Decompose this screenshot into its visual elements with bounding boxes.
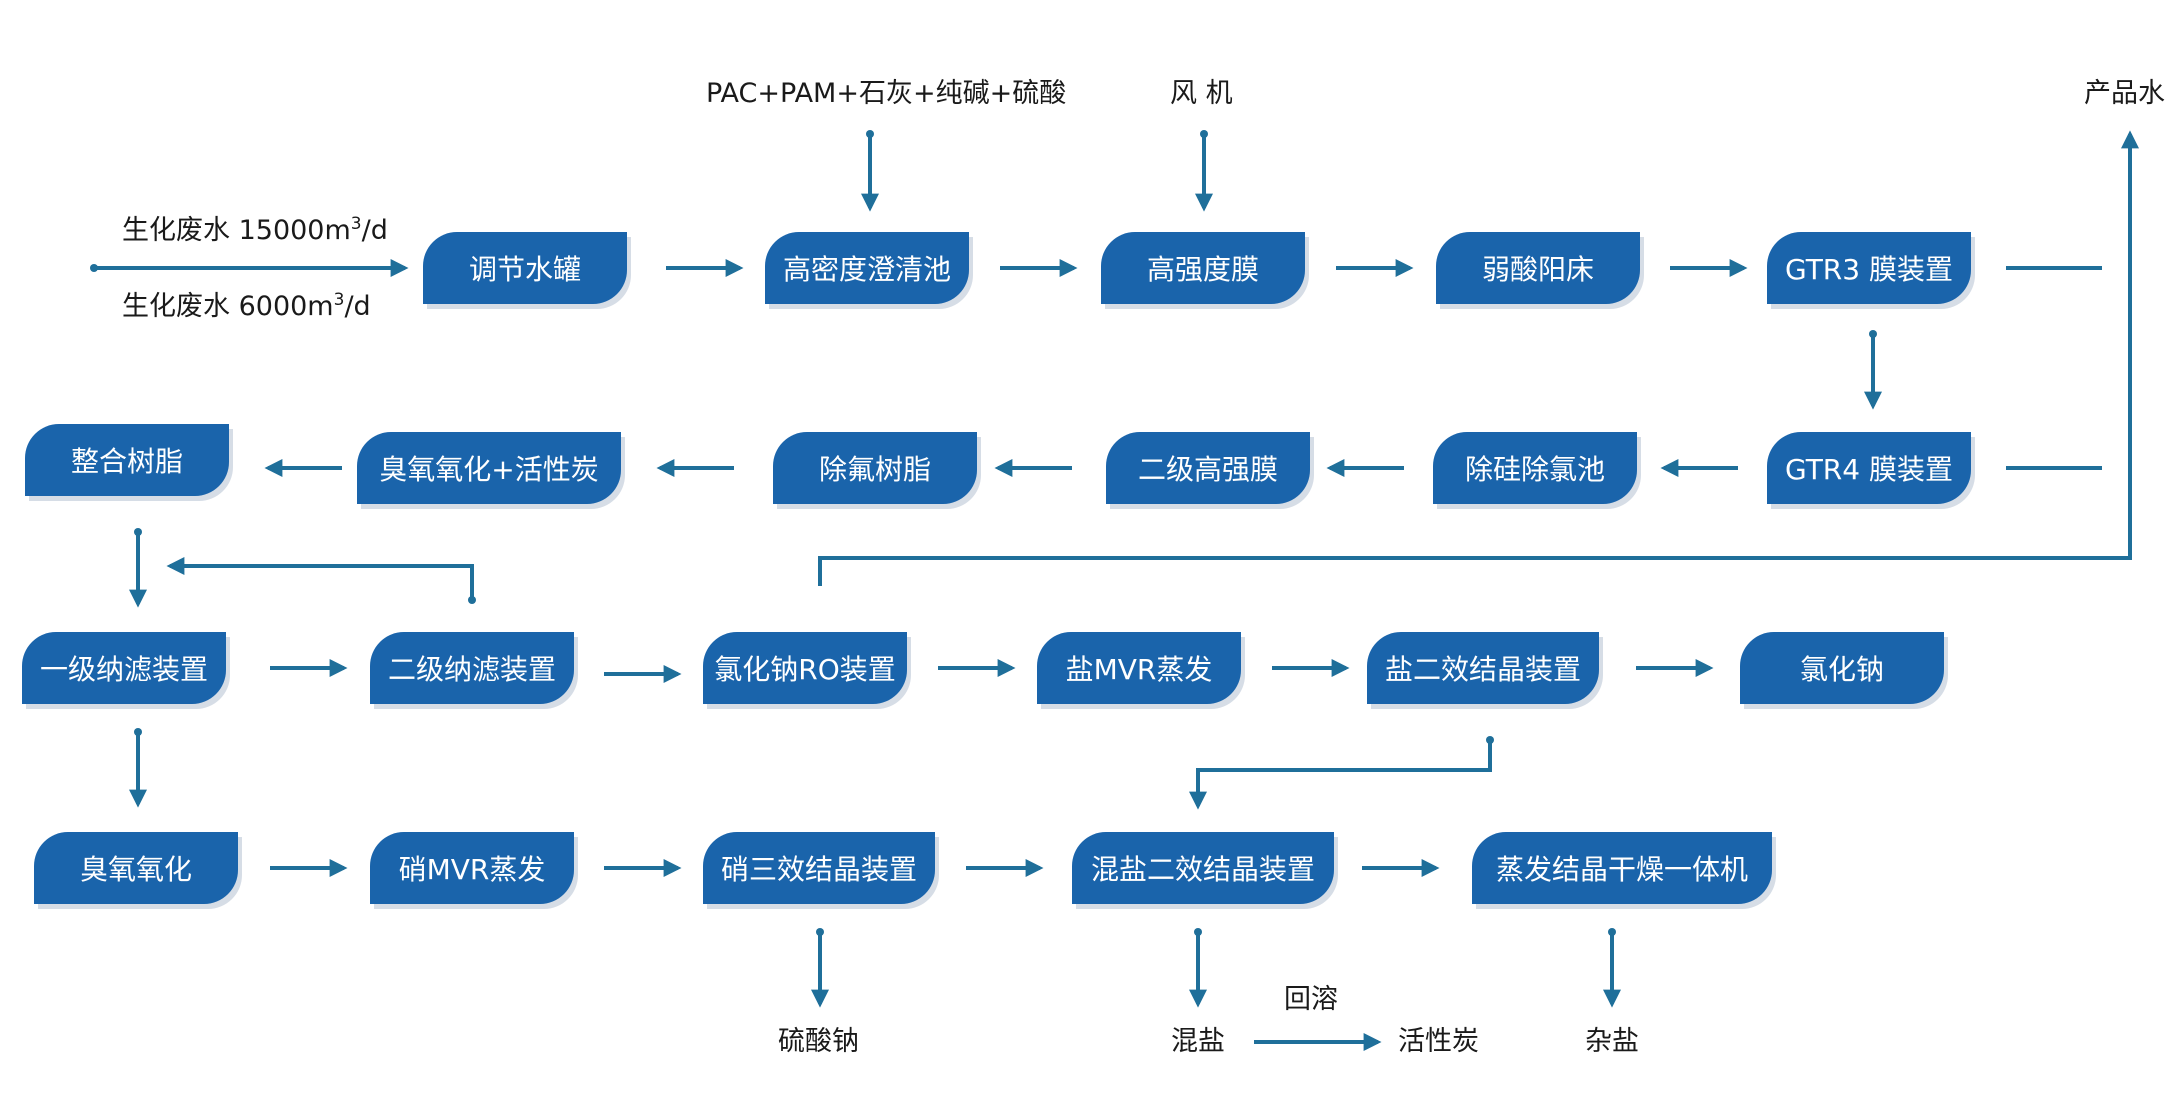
label-feed-6000-text: 生化废水 6000m bbox=[122, 291, 334, 322]
node-chufu: 除氟树脂 bbox=[773, 432, 977, 504]
label-huoxingtan: 活性炭 bbox=[1398, 1026, 1479, 1057]
line-product-water bbox=[818, 130, 2139, 586]
label-chemicals: PAC+PAM+石灰+纯碱+硫酸 bbox=[706, 78, 1067, 109]
node-xiao-mvr: 硝MVR蒸发 bbox=[370, 832, 574, 904]
label-fengji: 风 机 bbox=[1170, 78, 1233, 109]
node-gtr4: GTR4 膜装置 bbox=[1767, 432, 1971, 504]
node-yan-mvr: 盐MVR蒸发 bbox=[1037, 632, 1241, 704]
unit-suffix: /d bbox=[361, 215, 388, 246]
label-zayan: 杂盐 bbox=[1585, 1026, 1639, 1057]
label-hunyan: 混盐 bbox=[1171, 1026, 1225, 1057]
node-chouyang: 臭氧氧化 bbox=[34, 832, 238, 904]
label-huirong: 回溶 bbox=[1284, 984, 1338, 1015]
label-product-water: 产品水 bbox=[2084, 78, 2165, 109]
unit-suffix: /d bbox=[344, 291, 371, 322]
unit-superscript: 3 bbox=[350, 214, 362, 234]
label-feed-15000-text: 生化废水 15000m bbox=[122, 215, 351, 246]
arrow-erji-nalv-return bbox=[166, 557, 474, 600]
node-tiaojie: 调节水罐 bbox=[423, 232, 627, 304]
label-feed-15000: 生化废水 15000m3/d bbox=[122, 214, 388, 246]
node-erji-gaoqiang: 二级高强膜 bbox=[1106, 432, 1310, 504]
node-lvhuana-ro: 氯化钠RO装置 bbox=[703, 632, 907, 704]
node-zhengfa: 蒸发结晶干燥一体机 bbox=[1472, 832, 1772, 904]
node-chugui: 除硅除氯池 bbox=[1433, 432, 1637, 504]
unit-superscript: 3 bbox=[333, 290, 345, 310]
node-hunyan-erxiao: 混盐二效结晶装置 bbox=[1072, 832, 1334, 904]
node-yan-erxiao: 盐二效结晶装置 bbox=[1367, 632, 1599, 704]
label-feed-6000: 生化废水 6000m3/d bbox=[122, 290, 371, 322]
label-liusuanna: 硫酸钠 bbox=[778, 1026, 859, 1057]
node-xiao-sanxiao: 硝三效结晶装置 bbox=[703, 832, 935, 904]
node-yiji-nalv: 一级纳滤装置 bbox=[22, 632, 226, 704]
arrow-yan-erxiao-to-hunyan bbox=[1189, 740, 1492, 810]
node-zhenghe: 整合树脂 bbox=[25, 424, 229, 496]
node-lvhuana: 氯化钠 bbox=[1740, 632, 1944, 704]
node-chouyang-huoxingtan: 臭氧氧化+活性炭 bbox=[357, 432, 621, 504]
node-ruosuan: 弱酸阳床 bbox=[1436, 232, 1640, 304]
node-gtr3: GTR3 膜装置 bbox=[1767, 232, 1971, 304]
node-gaoqiang: 高强度膜 bbox=[1101, 232, 1305, 304]
node-gaomidu: 高密度澄清池 bbox=[765, 232, 969, 304]
node-erji-nalv: 二级纳滤装置 bbox=[370, 632, 574, 704]
